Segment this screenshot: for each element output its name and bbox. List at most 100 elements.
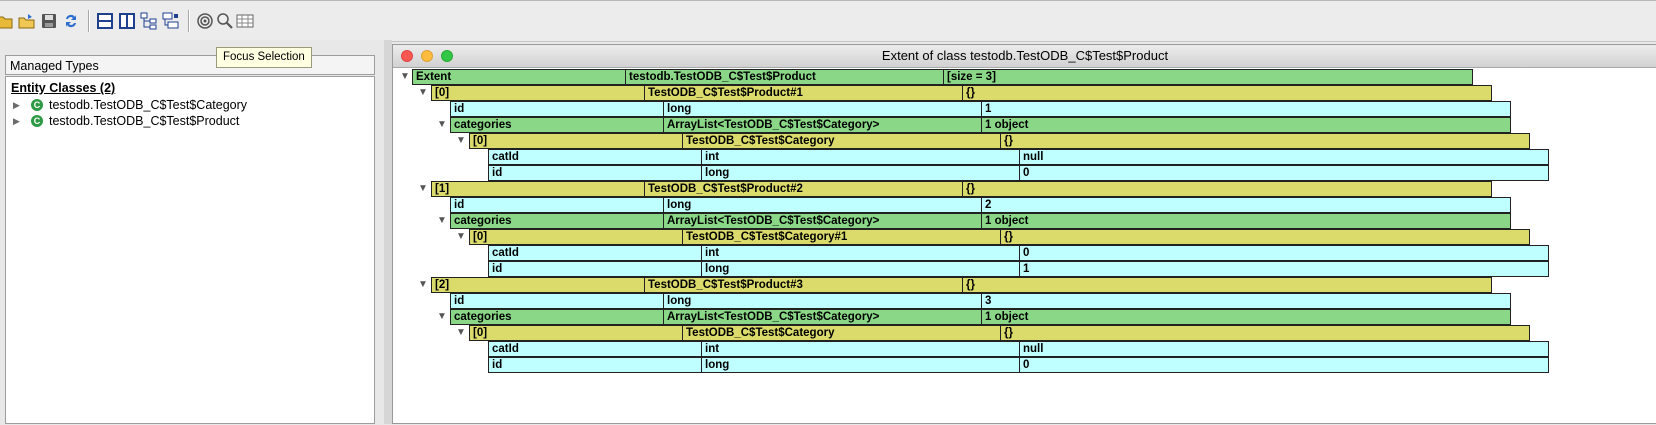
tree-view-icon[interactable] xyxy=(140,12,158,30)
zoom-icon[interactable] xyxy=(216,12,234,30)
cell-value: 1 object xyxy=(981,117,1511,133)
horizontal-split-icon[interactable] xyxy=(96,12,114,30)
toolbar-separator xyxy=(188,10,190,32)
cell-value: 2 xyxy=(981,197,1511,213)
tree-item-label: testodb.TestODB_C$Test$Category xyxy=(49,98,248,112)
cell-type: TestODB_C$Test$Product#1 xyxy=(644,85,962,101)
class-icon: C xyxy=(31,99,43,111)
minimize-window-button[interactable] xyxy=(421,50,433,62)
vertical-split-icon[interactable] xyxy=(118,12,136,30)
close-window-button[interactable] xyxy=(401,50,413,62)
cell-value: {} xyxy=(962,181,1492,197)
extent-row[interactable]: [2]TestODB_C$Test$Product#3{} xyxy=(431,277,1492,293)
extent-row[interactable]: [0]TestODB_C$Test$Category{} xyxy=(469,133,1530,149)
tooltip: Focus Selection xyxy=(216,47,312,68)
window-titlebar[interactable]: Extent of class testodb.TestODB_C$Test$P… xyxy=(393,45,1656,68)
open-icon[interactable] xyxy=(18,12,36,30)
cell-name: Extent xyxy=(412,69,625,85)
managed-types-header: Managed Types xyxy=(5,55,375,75)
cell-name: id xyxy=(450,293,663,309)
main-toolbar xyxy=(0,0,1656,42)
cell-value: null xyxy=(1019,149,1549,165)
cell-name: catId xyxy=(488,245,701,261)
toolbar-separator xyxy=(88,10,90,32)
extent-row[interactable]: [0]TestODB_C$Test$Product#1{} xyxy=(431,85,1492,101)
cell-value: 0 xyxy=(1019,165,1549,181)
collapse-arrow-icon[interactable]: ▼ xyxy=(437,215,447,226)
cell-type: TestODB_C$Test$Product#2 xyxy=(644,181,962,197)
refresh-icon[interactable] xyxy=(62,12,80,30)
cell-value: null xyxy=(1019,341,1549,357)
extent-window: Extent of class testodb.TestODB_C$Test$P… xyxy=(392,44,1656,424)
expand-arrow-icon[interactable]: ▶ xyxy=(13,99,20,110)
table-view-icon[interactable] xyxy=(236,12,254,30)
tree-item-label: testodb.TestODB_C$Test$Product xyxy=(49,114,240,128)
split-pane-divider[interactable] xyxy=(384,40,392,424)
tree-settings-icon[interactable] xyxy=(162,12,180,30)
cell-name: [0] xyxy=(469,133,682,149)
cell-name: [0] xyxy=(469,229,682,245)
extent-row[interactable]: [0]TestODB_C$Test$Category{} xyxy=(469,325,1530,341)
collapse-arrow-icon[interactable]: ▼ xyxy=(418,87,428,98)
cell-value: 0 xyxy=(1019,245,1549,261)
focus-selection-icon[interactable] xyxy=(196,12,214,30)
cell-name: id xyxy=(450,101,663,117)
tree-section-entity-classes[interactable]: Entity Classes (2) xyxy=(11,81,116,95)
cell-type: TestODB_C$Test$Category xyxy=(682,133,1000,149)
cell-name: categories xyxy=(450,117,663,133)
cell-value: 3 xyxy=(981,293,1511,309)
collapse-arrow-icon[interactable]: ▼ xyxy=(437,311,447,322)
cell-type: long xyxy=(701,261,1019,277)
cell-value: 1 object xyxy=(981,309,1511,325)
cell-name: id xyxy=(488,357,701,373)
cell-type: long xyxy=(663,197,981,213)
cell-name: [0] xyxy=(469,325,682,341)
cell-type: long xyxy=(663,101,981,117)
collapse-arrow-icon[interactable]: ▼ xyxy=(400,71,410,82)
open-folder-icon[interactable] xyxy=(0,12,14,30)
collapse-arrow-icon[interactable]: ▼ xyxy=(456,135,466,146)
cell-value: {} xyxy=(1000,325,1530,341)
cell-name: categories xyxy=(450,213,663,229)
cell-type: TestODB_C$Test$Category#1 xyxy=(682,229,1000,245)
cell-type: ArrayList<TestODB_C$Test$Category> xyxy=(663,117,981,133)
collapse-arrow-icon[interactable]: ▼ xyxy=(456,327,466,338)
collapse-arrow-icon[interactable]: ▼ xyxy=(418,279,428,290)
cell-name: [1] xyxy=(431,181,644,197)
managed-types-panel: Managed Types Entity Classes (2) ▶ C tes… xyxy=(0,40,384,424)
cell-type: int xyxy=(701,341,1019,357)
managed-types-tree[interactable]: Entity Classes (2) ▶ C testodb.TestODB_C… xyxy=(5,76,375,424)
cell-type: long xyxy=(701,165,1019,181)
collapse-arrow-icon[interactable]: ▼ xyxy=(456,231,466,242)
extent-row[interactable]: [0]TestODB_C$Test$Category#1{} xyxy=(469,229,1530,245)
cell-value: 0 xyxy=(1019,357,1549,373)
tree-item-category[interactable]: ▶ C testodb.TestODB_C$Test$Category xyxy=(13,97,247,113)
cell-name: catId xyxy=(488,149,701,165)
expand-arrow-icon[interactable]: ▶ xyxy=(13,115,20,126)
tree-item-product[interactable]: ▶ C testodb.TestODB_C$Test$Product xyxy=(13,113,239,129)
cell-value: {} xyxy=(962,277,1492,293)
save-icon[interactable] xyxy=(40,12,58,30)
cell-type: ArrayList<TestODB_C$Test$Category> xyxy=(663,309,981,325)
collapse-arrow-icon[interactable]: ▼ xyxy=(437,119,447,130)
zoom-window-button[interactable] xyxy=(441,50,453,62)
collapse-arrow-icon[interactable]: ▼ xyxy=(418,183,428,194)
extent-row[interactable]: [1]TestODB_C$Test$Product#2{} xyxy=(431,181,1492,197)
cell-name: id xyxy=(450,197,663,213)
cell-name: id xyxy=(488,261,701,277)
cell-name: categories xyxy=(450,309,663,325)
